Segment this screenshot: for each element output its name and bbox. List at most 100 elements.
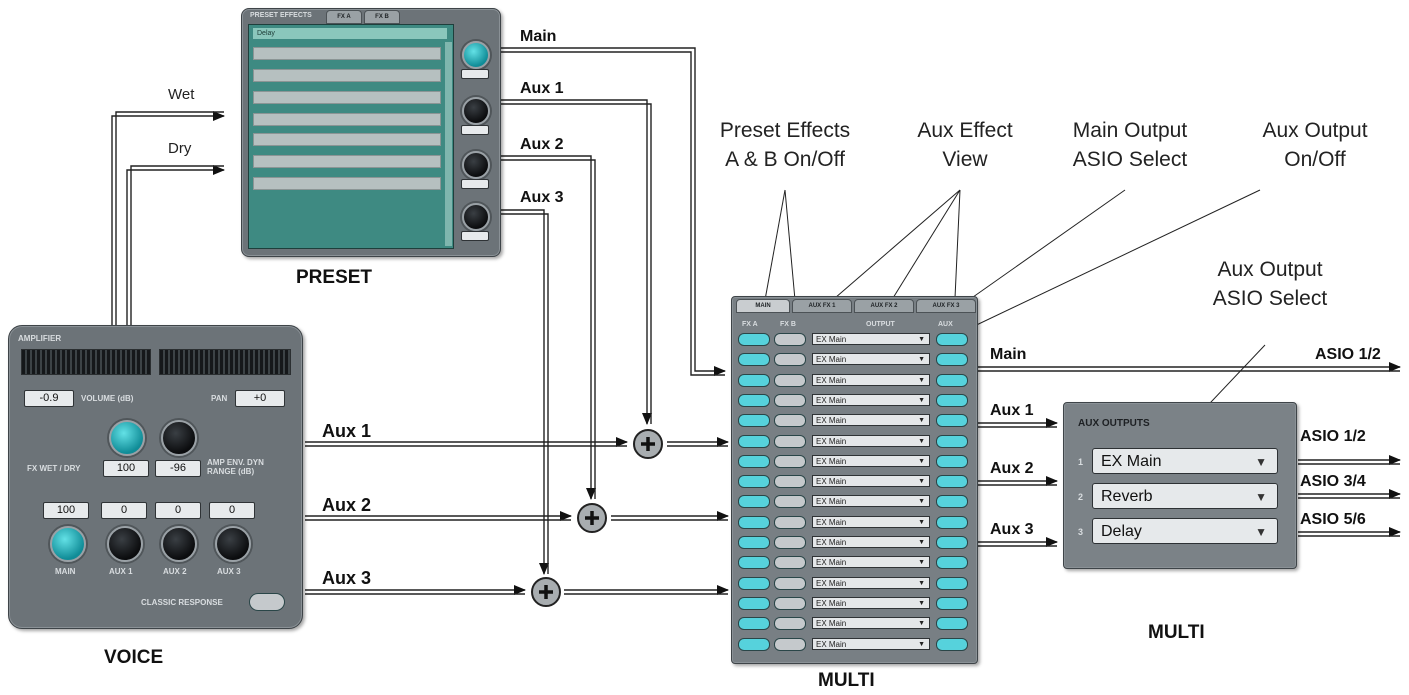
aux-output-toggle[interactable]	[936, 353, 968, 367]
output-select[interactable]: EX Main▼	[812, 515, 930, 528]
fx-a-toggle[interactable]	[738, 333, 770, 346]
fx-a-toggle[interactable]	[738, 515, 770, 529]
tab-main[interactable]: MAIN	[736, 299, 790, 313]
send-aux1-value[interactable]: 0	[101, 502, 147, 519]
output-select[interactable]: EX Main▼	[812, 637, 930, 650]
aux-output-toggle[interactable]	[936, 475, 968, 489]
param-bar[interactable]	[253, 47, 441, 60]
output-select[interactable]: EX Main▼	[812, 576, 930, 589]
tab-aux-fx-3[interactable]: AUX FX 3	[916, 299, 976, 313]
fx-b-toggle[interactable]	[774, 637, 806, 651]
output-select[interactable]: EX Main▼	[812, 475, 930, 488]
fx-b-toggle[interactable]	[774, 576, 806, 590]
fx-b-toggle[interactable]	[774, 495, 806, 509]
send-aux3-knob[interactable]	[215, 526, 251, 562]
fx-a-toggle[interactable]	[738, 393, 770, 407]
output-select[interactable]: EX Main▼	[812, 495, 930, 508]
tab-fx-a[interactable]: FX A	[326, 10, 362, 24]
amp-env-value[interactable]: -96	[155, 460, 201, 477]
aux-output-3-select[interactable]: Delay ▼	[1092, 518, 1278, 544]
send-main-value[interactable]: 100	[43, 502, 89, 519]
fx-a-toggle[interactable]	[738, 434, 770, 448]
fx-a-toggle[interactable]	[738, 536, 770, 549]
aux-output-toggle[interactable]	[936, 556, 968, 570]
aux-output-toggle[interactable]	[936, 596, 968, 610]
fx-a-toggle[interactable]	[738, 373, 770, 387]
fx-b-toggle[interactable]	[774, 556, 806, 570]
fx-a-toggle[interactable]	[738, 495, 770, 509]
output-select[interactable]: EX Main▼	[812, 333, 930, 345]
fx-b-toggle[interactable]	[774, 454, 806, 468]
aux-output-toggle[interactable]	[936, 333, 968, 346]
send-aux2-value[interactable]: 0	[155, 502, 201, 519]
amp-env-knob[interactable]	[161, 420, 197, 456]
fx-b-toggle[interactable]	[774, 536, 806, 549]
aux-output-toggle[interactable]	[936, 637, 968, 651]
pan-value[interactable]: +0	[235, 390, 285, 407]
aux-output-toggle[interactable]	[936, 414, 968, 428]
param-bar[interactable]	[253, 91, 441, 104]
aux-output-toggle[interactable]	[936, 393, 968, 407]
fx-b-toggle[interactable]	[774, 414, 806, 428]
fx-b-toggle[interactable]	[774, 596, 806, 610]
fx-b-toggle[interactable]	[774, 617, 806, 631]
output-select[interactable]: EX Main▼	[812, 393, 930, 406]
fx-a-toggle[interactable]	[738, 556, 770, 570]
preset-aux2-value[interactable]	[461, 179, 489, 189]
output-select[interactable]: EX Main▼	[812, 373, 930, 386]
aux-output-1-select[interactable]: EX Main ▼	[1092, 448, 1278, 474]
volume-value[interactable]: -0.9	[24, 390, 74, 407]
fx-a-toggle[interactable]	[738, 475, 770, 489]
preset-main-value[interactable]	[461, 69, 489, 79]
fx-a-toggle[interactable]	[738, 637, 770, 651]
output-select[interactable]: EX Main▼	[812, 353, 930, 366]
fx-b-toggle[interactable]	[774, 475, 806, 489]
tab-aux-fx-2[interactable]: AUX FX 2	[854, 299, 914, 313]
tab-fx-b[interactable]: FX B	[364, 10, 400, 24]
aux-output-toggle[interactable]	[936, 454, 968, 468]
aux-output-toggle[interactable]	[936, 536, 968, 549]
send-main-knob[interactable]	[50, 526, 86, 562]
preset-aux3-value[interactable]	[461, 231, 489, 241]
aux-output-2-select[interactable]: Reverb ▼	[1092, 483, 1278, 509]
fx-wetdry-knob[interactable]	[109, 420, 145, 456]
fx-type-select[interactable]: Delay	[253, 28, 447, 39]
param-bar[interactable]	[253, 69, 441, 82]
aux-output-toggle[interactable]	[936, 495, 968, 509]
param-bar[interactable]	[253, 177, 441, 190]
send-aux3-value[interactable]: 0	[209, 502, 255, 519]
fx-b-toggle[interactable]	[774, 393, 806, 407]
aux-output-toggle[interactable]	[936, 373, 968, 387]
scrollbar[interactable]	[445, 42, 452, 246]
aux-output-toggle[interactable]	[936, 434, 968, 448]
output-select[interactable]: EX Main▼	[812, 536, 930, 548]
tab-aux-fx-1[interactable]: AUX FX 1	[792, 299, 852, 313]
preset-aux3-knob[interactable]	[462, 203, 490, 231]
fx-a-toggle[interactable]	[738, 596, 770, 610]
fx-a-toggle[interactable]	[738, 617, 770, 631]
aux-output-toggle[interactable]	[936, 617, 968, 631]
send-aux1-knob[interactable]	[107, 526, 143, 562]
output-select[interactable]: EX Main▼	[812, 434, 930, 447]
fx-b-toggle[interactable]	[774, 353, 806, 367]
aux-output-toggle[interactable]	[936, 576, 968, 590]
output-select[interactable]: EX Main▼	[812, 414, 930, 427]
param-bar[interactable]	[253, 113, 441, 126]
preset-aux1-knob[interactable]	[462, 97, 490, 125]
fx-b-toggle[interactable]	[774, 515, 806, 529]
fx-a-toggle[interactable]	[738, 454, 770, 468]
output-select[interactable]: EX Main▼	[812, 617, 930, 630]
fx-b-toggle[interactable]	[774, 434, 806, 448]
classic-response-toggle[interactable]	[249, 593, 285, 611]
param-bar[interactable]	[253, 133, 441, 146]
fx-b-toggle[interactable]	[774, 333, 806, 346]
output-select[interactable]: EX Main▼	[812, 596, 930, 609]
preset-main-knob[interactable]	[462, 41, 490, 69]
preset-aux2-knob[interactable]	[462, 151, 490, 179]
param-bar[interactable]	[253, 155, 441, 168]
fx-a-toggle[interactable]	[738, 414, 770, 428]
output-select[interactable]: EX Main▼	[812, 556, 930, 569]
fx-a-toggle[interactable]	[738, 576, 770, 590]
output-select[interactable]: EX Main▼	[812, 454, 930, 467]
preset-aux1-value[interactable]	[461, 125, 489, 135]
